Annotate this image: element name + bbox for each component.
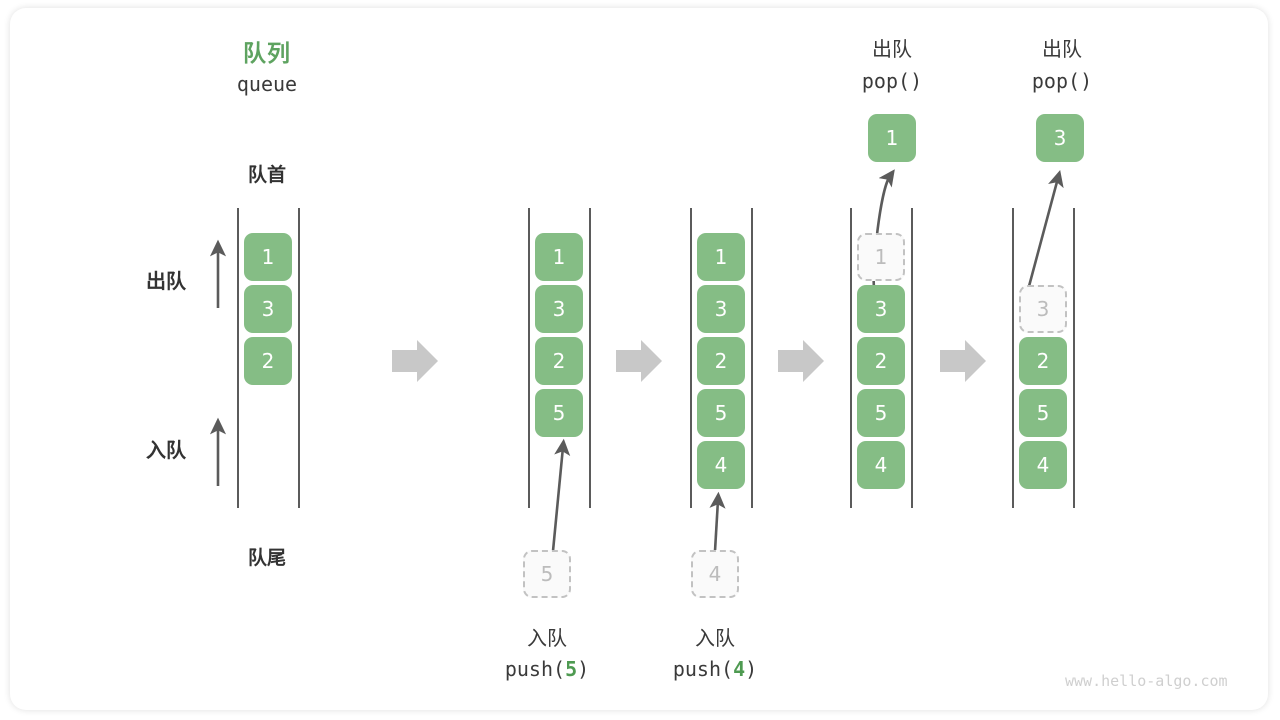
push-4-code-arg: 4 xyxy=(733,657,746,681)
front-label: 队首 xyxy=(247,164,286,186)
popped-node: 1 xyxy=(868,114,916,162)
enqueue-label: 入队 xyxy=(146,438,186,462)
incoming-node-ghost: 5 xyxy=(523,550,571,598)
pop-1-code-prefix: pop( xyxy=(861,69,911,93)
queue-node: 2 xyxy=(857,337,905,385)
queue-column-after-pop-1: 1 3 2 5 4 xyxy=(850,208,913,508)
queue-column-after-push-4: 1 3 2 5 4 xyxy=(690,208,753,508)
rear-label: 队尾 xyxy=(247,547,286,569)
queue-rail-right xyxy=(751,208,753,508)
page-title-en: queue xyxy=(236,72,298,96)
queue-rail-right xyxy=(1073,208,1075,508)
diagram-card xyxy=(10,8,1268,710)
pop-3-caption-code: pop() xyxy=(1003,69,1121,93)
queue-node: 4 xyxy=(857,441,905,489)
pop-3-caption-cn: 出队 xyxy=(1042,37,1082,61)
queue-node: 2 xyxy=(535,337,583,385)
queue-column-after-pop-3: 3 2 5 4 xyxy=(1012,208,1075,508)
queue-node-ghost: 3 xyxy=(1019,285,1067,333)
queue-rail-left xyxy=(850,208,852,508)
queue-node: 2 xyxy=(697,337,745,385)
queue-column-initial: 1 3 2 xyxy=(237,208,300,508)
queue-node: 2 xyxy=(244,337,292,385)
queue-rail-left xyxy=(690,208,692,508)
queue-node: 5 xyxy=(1019,389,1067,437)
push-5-code-suffix: ) xyxy=(577,657,590,681)
queue-node: 2 xyxy=(1019,337,1067,385)
push-4-caption-code: push(4) xyxy=(646,657,784,681)
queue-rail-right xyxy=(589,208,591,508)
queue-rail-right xyxy=(298,208,300,508)
queue-rail-left xyxy=(528,208,530,508)
queue-node: 4 xyxy=(697,441,745,489)
page-title: 队列 xyxy=(243,41,291,67)
queue-rail-right xyxy=(911,208,913,508)
push-5-caption-cn: 入队 xyxy=(527,626,567,650)
pop-1-caption-code: pop() xyxy=(833,69,951,93)
queue-node: 1 xyxy=(535,233,583,281)
pop-1-code-suffix: ) xyxy=(910,69,923,93)
queue-node: 5 xyxy=(697,389,745,437)
popped-node: 3 xyxy=(1036,114,1084,162)
push-5-code-prefix: push( xyxy=(504,657,566,681)
queue-rail-left xyxy=(1012,208,1014,508)
pop-3-code-prefix: pop( xyxy=(1031,69,1081,93)
pop-3-code-suffix: ) xyxy=(1080,69,1093,93)
queue-node: 5 xyxy=(857,389,905,437)
watermark: www.hello-algo.com xyxy=(1065,672,1228,690)
queue-node: 4 xyxy=(1019,441,1067,489)
pop-1-caption-cn: 出队 xyxy=(872,37,912,61)
queue-node: 3 xyxy=(535,285,583,333)
queue-node: 5 xyxy=(535,389,583,437)
queue-node: 3 xyxy=(697,285,745,333)
queue-node: 1 xyxy=(244,233,292,281)
queue-node-ghost: 1 xyxy=(857,233,905,281)
push-4-code-prefix: push( xyxy=(672,657,734,681)
queue-rail-left xyxy=(237,208,239,508)
push-5-caption-code: push(5) xyxy=(478,657,616,681)
queue-column-after-push-5: 1 3 2 5 xyxy=(528,208,591,508)
queue-node: 3 xyxy=(857,285,905,333)
queue-node: 3 xyxy=(244,285,292,333)
push-5-code-arg: 5 xyxy=(565,657,578,681)
dequeue-label: 出队 xyxy=(146,269,186,293)
queue-node: 1 xyxy=(697,233,745,281)
incoming-node-ghost: 4 xyxy=(691,550,739,598)
push-4-code-suffix: ) xyxy=(745,657,758,681)
push-4-caption-cn: 入队 xyxy=(695,626,735,650)
